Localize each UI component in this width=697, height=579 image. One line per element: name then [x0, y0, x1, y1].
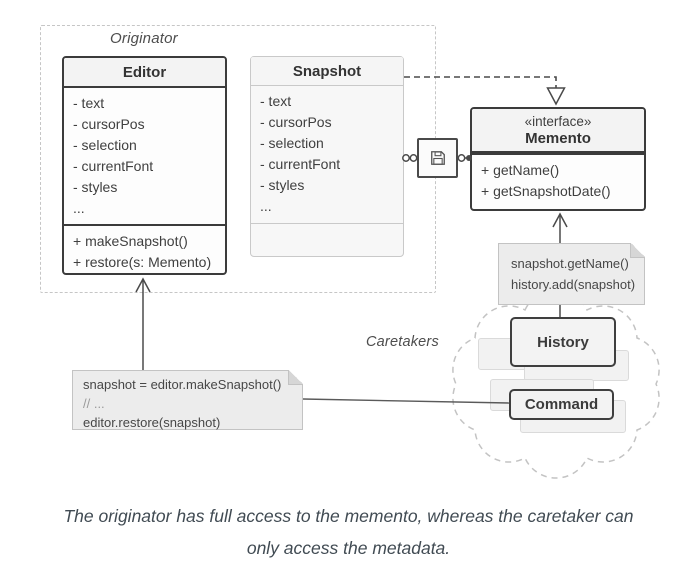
note-line: history.add(snapshot)	[511, 277, 636, 292]
memento-name: Memento	[525, 130, 591, 147]
caretakers-label: Caretakers	[366, 334, 439, 350]
caption-line-2: only access the metadata.	[246, 538, 451, 558]
attribute-row: - cursorPos	[73, 116, 145, 132]
method-row: + makeSnapshot()	[73, 233, 188, 249]
attribute-row: - selection	[73, 137, 137, 153]
attribute-row: ...	[73, 200, 85, 216]
method-row: + getName()	[481, 162, 560, 178]
attribute-row: - text	[260, 93, 292, 109]
method-row: + restore(s: Memento)	[73, 254, 212, 270]
editor-class: Editor - text - cursorPos - selection - …	[62, 56, 227, 275]
editor-class-title: Editor	[64, 58, 225, 88]
floppy-disk-icon	[430, 151, 445, 165]
method-row: + getSnapshotDate()	[481, 183, 611, 199]
memento-interface-title: «interface» Memento	[472, 109, 644, 153]
caption: The originator has full access to the me…	[0, 500, 697, 564]
editor-methods-section: + makeSnapshot() + restore(s: Memento)	[64, 224, 225, 278]
snapshot-class: Snapshot - text - cursorPos - selection …	[250, 56, 404, 257]
originator-code-note: snapshot = editor.makeSnapshot() // ... …	[72, 370, 303, 430]
attribute-row: - currentFont	[260, 156, 341, 172]
memento-methods-section: + getName() + getSnapshotDate()	[472, 153, 644, 207]
interface-stereotype: «interface»	[524, 114, 592, 129]
caretaker-code-note: snapshot.getName() history.add(snapshot)	[498, 243, 645, 305]
note-line: snapshot.getName()	[511, 256, 629, 271]
attribute-row: - selection	[260, 135, 324, 151]
editor-attributes-section: - text - cursorPos - selection - current…	[64, 88, 225, 224]
note-line: editor.restore(snapshot)	[83, 415, 221, 430]
attribute-row: ...	[260, 198, 272, 214]
snapshot-class-title: Snapshot	[251, 57, 403, 86]
history-label: History	[537, 333, 589, 351]
command-label: Command	[524, 396, 599, 413]
history-box: History	[510, 317, 616, 367]
attribute-row: - cursorPos	[260, 114, 332, 130]
attribute-row: - currentFont	[73, 158, 154, 174]
attribute-row: - styles	[260, 177, 305, 193]
note-to-command-line	[302, 398, 510, 404]
snapshot-attributes-section: - text - cursorPos - selection - current…	[251, 86, 403, 223]
originator-label: Originator	[110, 30, 178, 47]
memento-interface: «interface» Memento + getName() + getSna…	[470, 107, 646, 211]
note-fold-corner	[288, 370, 303, 385]
note-fold-corner	[630, 243, 645, 258]
arrow-head-icon	[552, 212, 568, 228]
note-line: snapshot = editor.makeSnapshot()	[83, 377, 282, 392]
caption-line-1: The originator has full access to the me…	[63, 506, 634, 526]
realization-arrow-head	[546, 87, 566, 106]
attribute-row: - styles	[73, 179, 118, 195]
note-line-comment: // ...	[83, 396, 105, 411]
snapshot-data-box	[417, 138, 458, 178]
command-box: Command	[509, 389, 614, 420]
attribute-row: - text	[73, 95, 105, 111]
snapshot-methods-section-empty	[251, 223, 403, 256]
socket-connector-icon	[457, 154, 466, 162]
